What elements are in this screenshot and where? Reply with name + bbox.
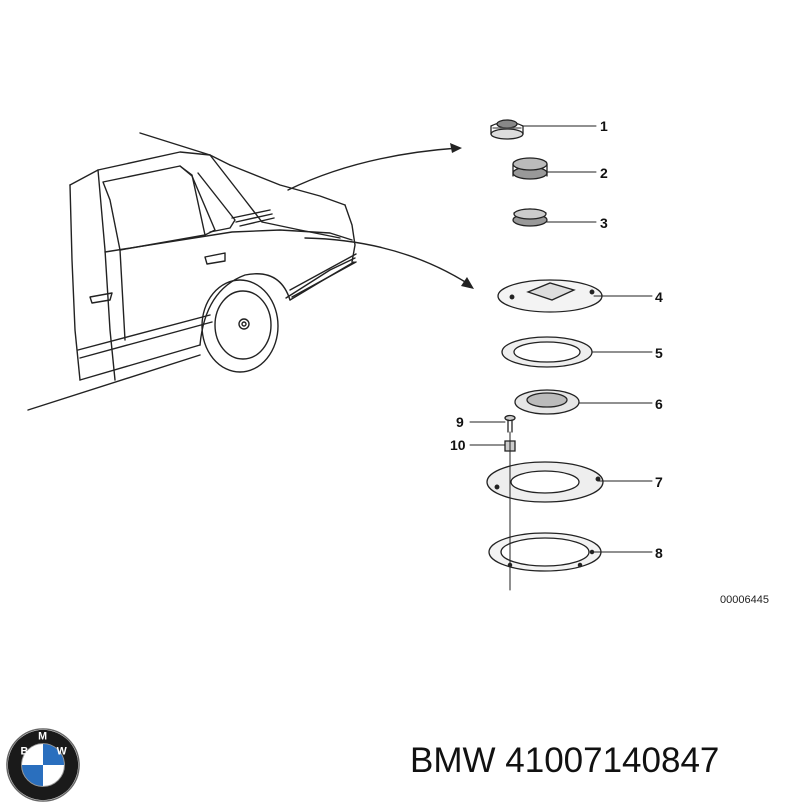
part-number-caption: BMW 41007140847 (410, 741, 720, 780)
bmw-logo: B M W (6, 728, 80, 802)
callout-1: 1 (600, 118, 608, 134)
callout-5: 5 (655, 345, 663, 361)
logo-letter-b: B (21, 745, 29, 757)
part-3-plug (512, 208, 548, 227)
arrow-head-bottom (461, 277, 474, 289)
leader-lines (469, 125, 653, 553)
part-7-flange (486, 461, 604, 503)
logo-letter-m: M (38, 731, 47, 743)
callout-8: 8 (655, 545, 663, 561)
callout-7: 7 (655, 474, 663, 490)
logo-letter-w: W (57, 745, 68, 757)
part-2-plug (512, 157, 548, 180)
pointer-arrows (287, 147, 471, 286)
car-drawing (27, 132, 357, 411)
part-8-gasket (488, 532, 602, 572)
callout-4: 4 (655, 289, 663, 305)
callout-10: 10 (450, 437, 466, 453)
diagram-reference-code: 00006445 (720, 594, 769, 606)
callout-2: 2 (600, 165, 608, 181)
part-4-cover-plate (497, 279, 603, 313)
part-9-screw (504, 414, 516, 433)
part-1-grommet (490, 119, 524, 140)
callout-9: 9 (456, 414, 464, 430)
arrow-head-top (450, 143, 462, 153)
part-6-cup (514, 389, 580, 415)
part-5-ring (501, 336, 593, 368)
callout-6: 6 (655, 396, 663, 412)
callout-3: 3 (600, 215, 608, 231)
